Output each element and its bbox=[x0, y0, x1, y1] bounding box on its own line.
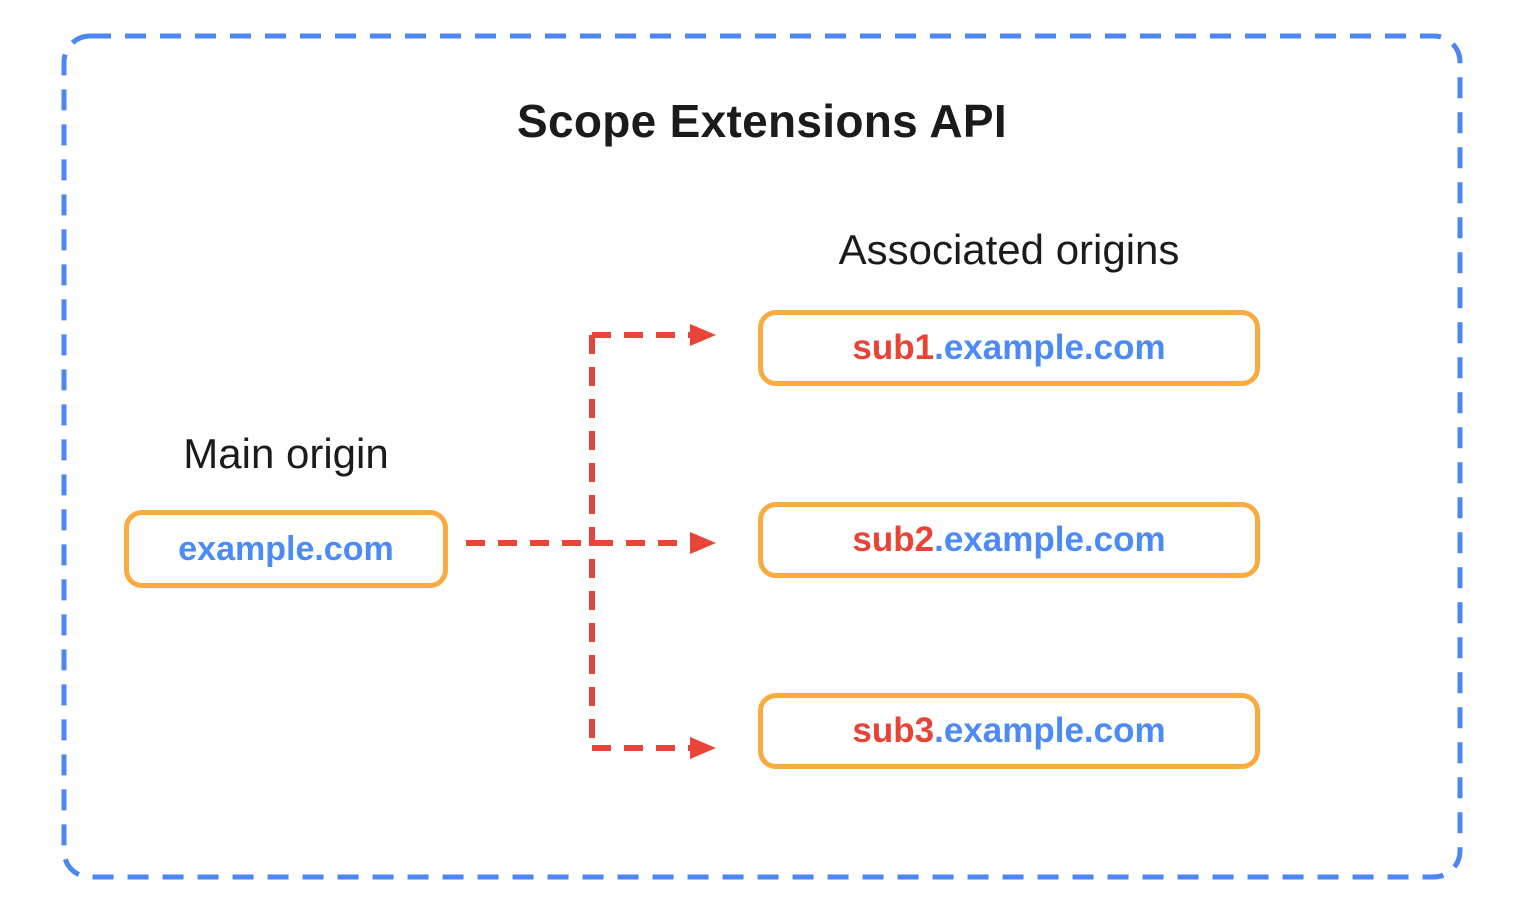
associated-origin-node-sub3: sub3.example.com bbox=[758, 693, 1260, 769]
sub3-subdomain-text: sub3 bbox=[852, 711, 935, 750]
sub3-domain-text: .example.com bbox=[934, 711, 1166, 750]
arrowhead-sub2-icon bbox=[690, 532, 716, 554]
sub1-domain-text: .example.com bbox=[934, 328, 1166, 367]
arrowhead-sub3-icon bbox=[690, 737, 716, 759]
diagram-title: Scope Extensions API bbox=[517, 95, 1007, 147]
sub2-subdomain-text: sub2 bbox=[852, 520, 935, 559]
associated-origin-node-sub1: sub1.example.com bbox=[758, 310, 1260, 386]
arrowhead-sub1-icon bbox=[690, 324, 716, 346]
associated-origin-node-sub2: sub2.example.com bbox=[758, 502, 1260, 578]
associated-origins-label: Associated origins bbox=[838, 226, 1180, 273]
main-origin-node: example.com bbox=[124, 510, 448, 588]
main-origin-domain: example.com bbox=[178, 529, 394, 568]
main-origin-label: Main origin bbox=[183, 430, 389, 477]
sub1-subdomain-text: sub1 bbox=[852, 328, 935, 367]
sub2-domain-text: .example.com bbox=[934, 520, 1166, 559]
